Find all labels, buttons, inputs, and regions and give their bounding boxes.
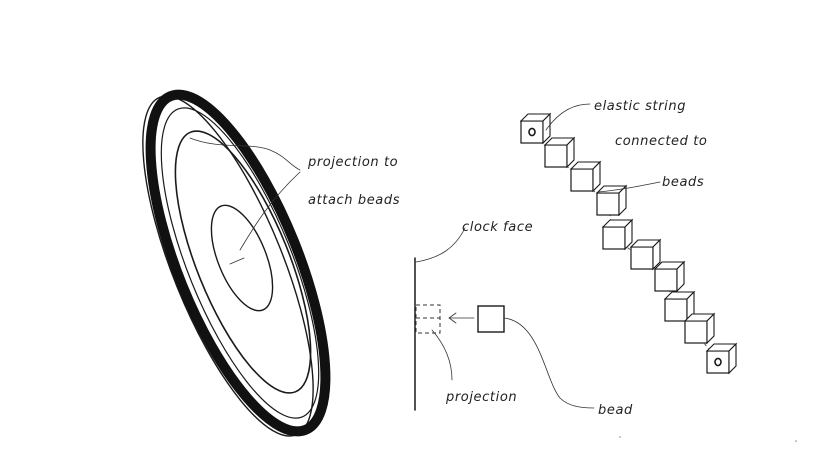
label-connected-to: connected to bbox=[615, 134, 707, 149]
center-mark bbox=[229, 257, 245, 265]
bead-cube-front bbox=[570, 168, 594, 192]
label-projection-to: projection to bbox=[307, 155, 398, 170]
stray-dot bbox=[619, 436, 621, 438]
bead-cube-side bbox=[676, 260, 685, 293]
bead-square bbox=[477, 305, 505, 333]
leader-clock-face bbox=[415, 227, 466, 263]
label-beads: beads bbox=[662, 175, 704, 190]
leader-bead bbox=[503, 317, 595, 409]
bead-hole bbox=[714, 357, 722, 367]
center-ring bbox=[210, 204, 274, 312]
bead-chain bbox=[519, 112, 738, 375]
leader-center bbox=[239, 171, 301, 251]
projection-box bbox=[415, 304, 441, 334]
bead-cube-side bbox=[728, 342, 737, 375]
bead-cube-front bbox=[596, 192, 620, 216]
bead-cube-front bbox=[602, 226, 626, 250]
disc-thick-band bbox=[145, 89, 331, 437]
bead-cube-side bbox=[592, 160, 601, 193]
clock-face-detail bbox=[414, 257, 505, 411]
bead-cube-side bbox=[566, 136, 575, 169]
leader-ring bbox=[189, 137, 301, 171]
leader-projection bbox=[431, 329, 453, 381]
bead-cube-side bbox=[624, 218, 633, 251]
bead-cube-front bbox=[630, 246, 654, 270]
bead-cube-front bbox=[684, 320, 708, 344]
bead-cube-front bbox=[654, 268, 678, 292]
bead-cube-side bbox=[706, 312, 715, 345]
arrow-head bbox=[448, 312, 457, 324]
bead-cube-front bbox=[664, 298, 688, 322]
clock-disc bbox=[142, 89, 331, 437]
label-bead: bead bbox=[598, 403, 633, 418]
bead-cube-side bbox=[542, 112, 551, 145]
bead-cube-front bbox=[544, 144, 568, 168]
label-attach-beads: attach beads bbox=[308, 193, 400, 208]
label-clock-face: clock face bbox=[462, 220, 533, 235]
projection-ring bbox=[174, 130, 312, 394]
label-projection: projection bbox=[445, 390, 517, 405]
bead-cube-side bbox=[652, 238, 661, 271]
stray-dot bbox=[795, 440, 797, 442]
leader-beads bbox=[597, 181, 661, 193]
leader-elastic-string bbox=[545, 103, 591, 131]
disc-inner-edge bbox=[160, 107, 320, 419]
label-elastic-string: elastic string bbox=[594, 99, 686, 114]
bead-hole bbox=[528, 127, 536, 137]
